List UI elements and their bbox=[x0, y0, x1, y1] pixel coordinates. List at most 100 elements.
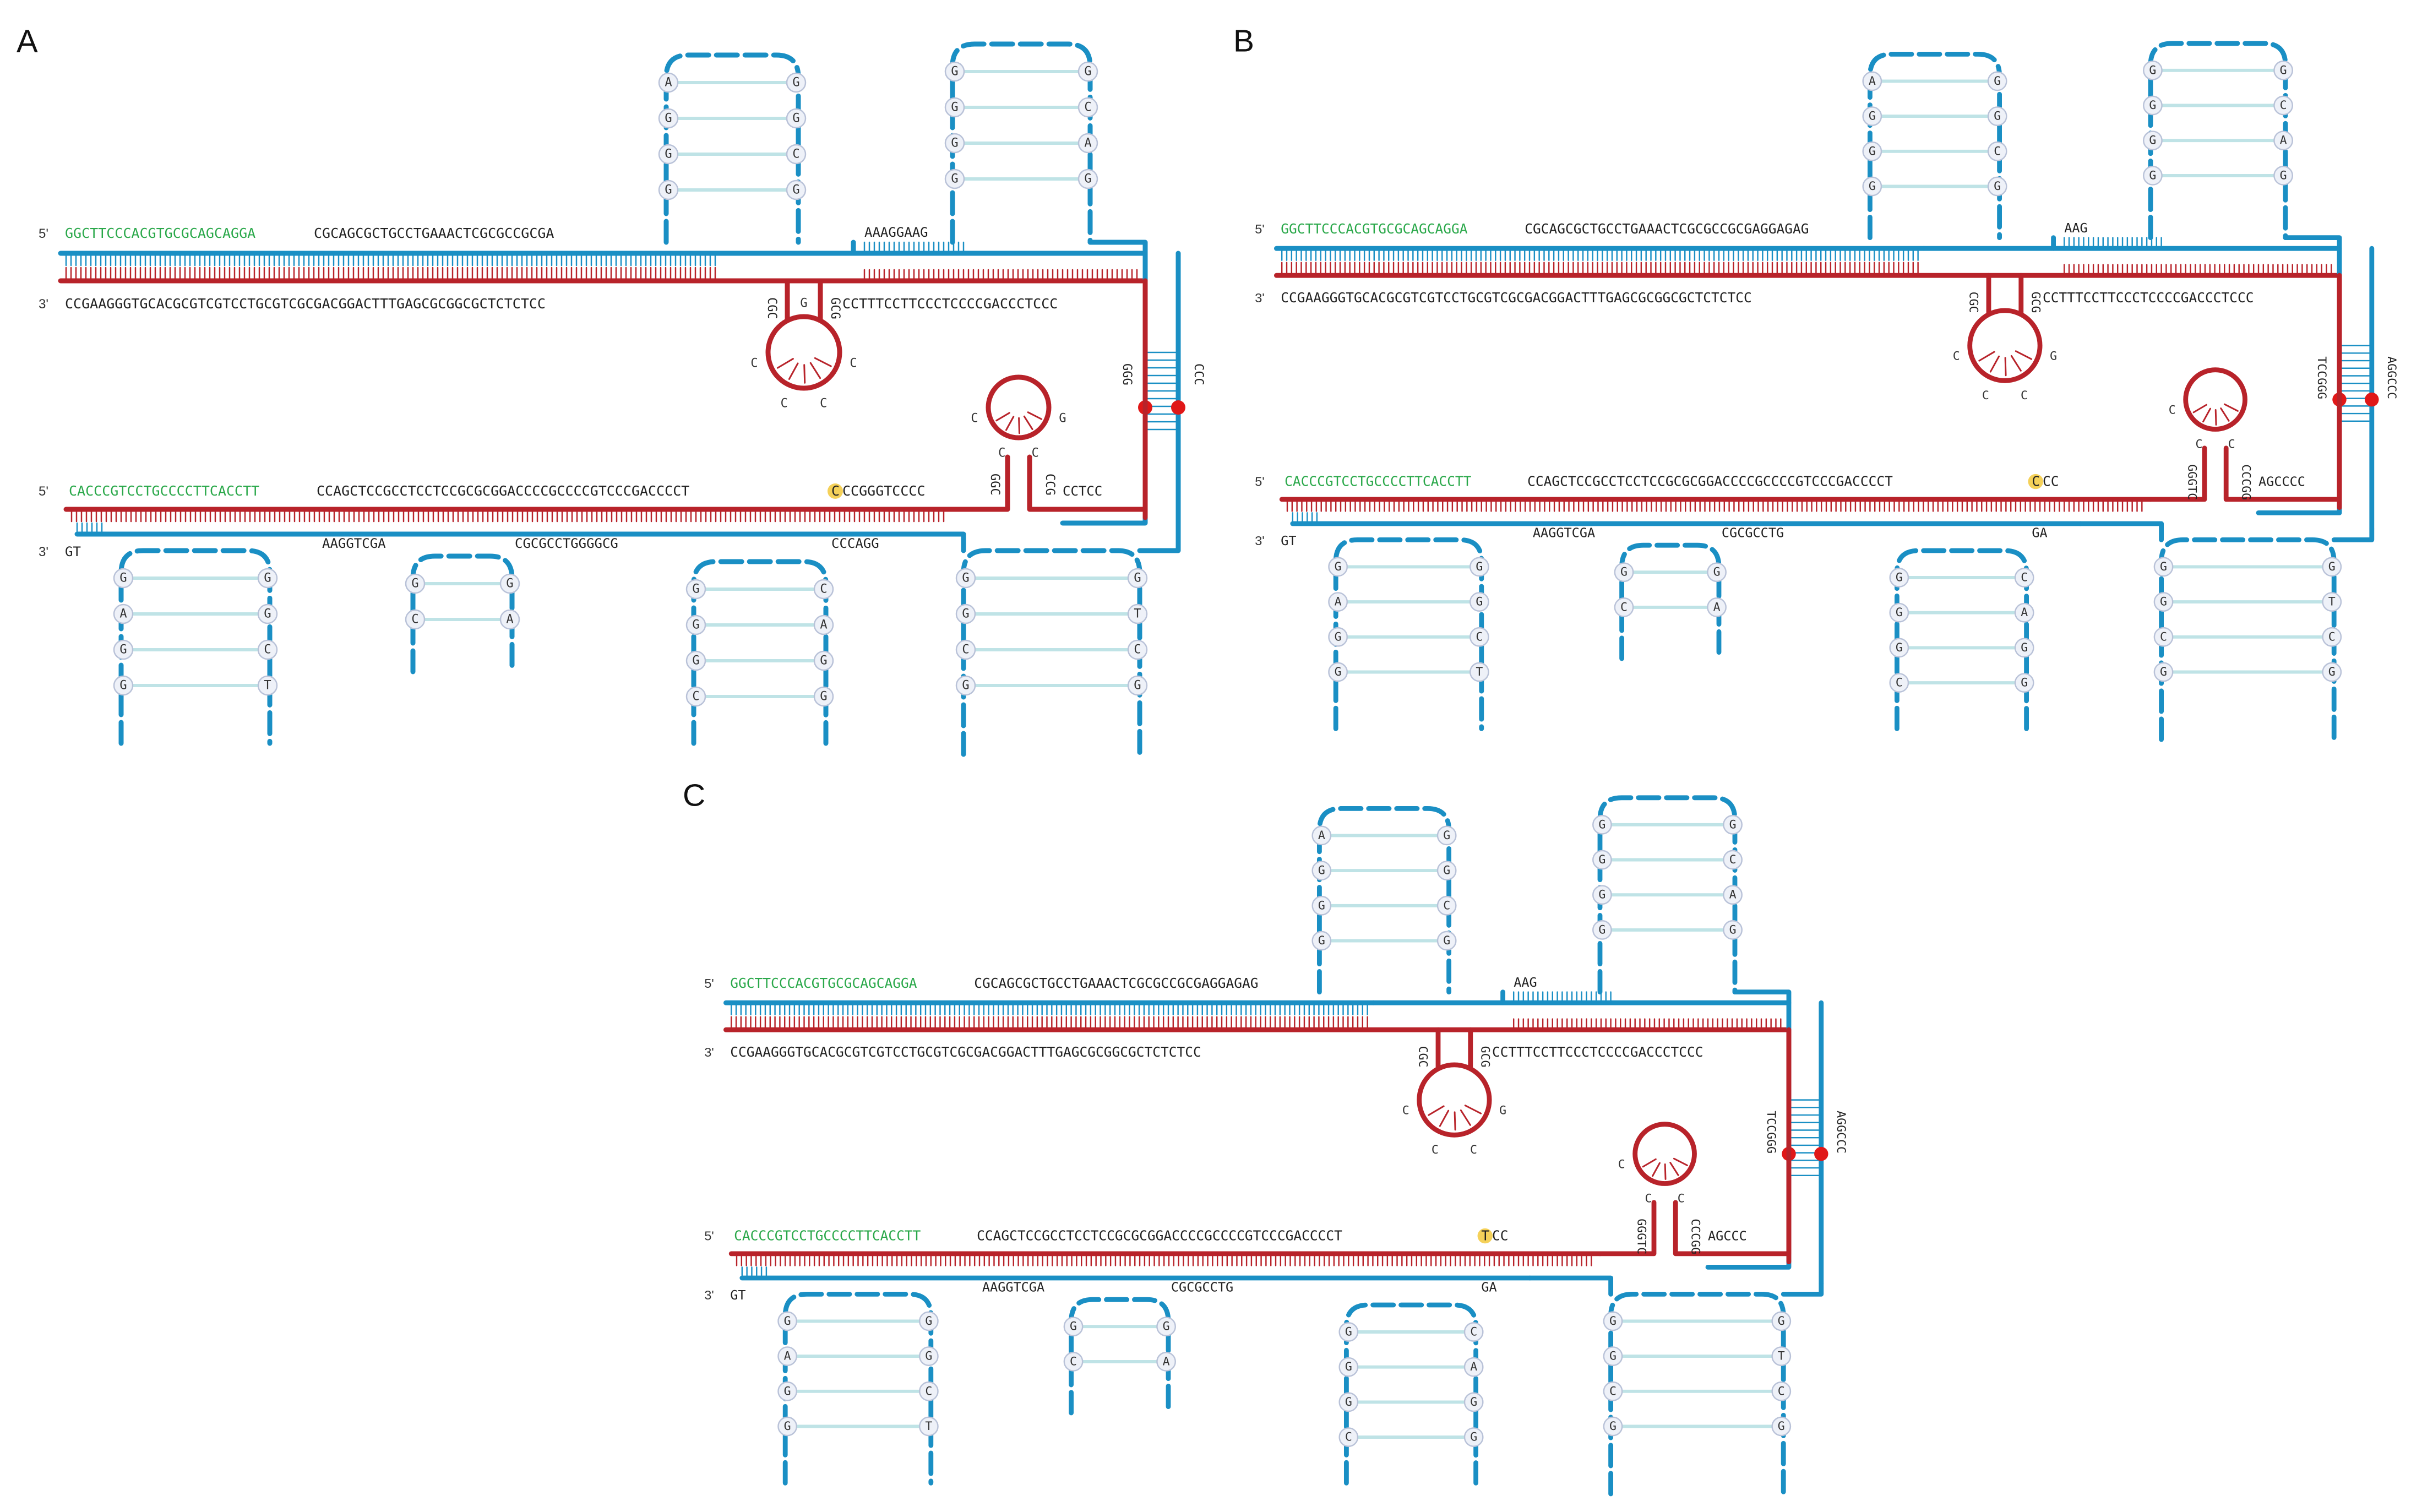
nucleotide: G bbox=[1862, 176, 1882, 197]
nucleotide: T bbox=[1127, 603, 1148, 624]
nucleotide-letter: C bbox=[962, 643, 969, 657]
hairpin-letter: C bbox=[1470, 1143, 1477, 1157]
nucleotide: G bbox=[113, 568, 134, 589]
nucleotide: G bbox=[944, 61, 965, 82]
hairpin-letter: C bbox=[750, 357, 758, 371]
nucleotide-circle bbox=[2014, 602, 2034, 623]
hairpin-spoke bbox=[2220, 407, 2230, 422]
nucleotide: C bbox=[1436, 895, 1457, 916]
nucleotide-letter: A bbox=[1335, 595, 1342, 609]
hairpin-letter: G bbox=[2050, 350, 2057, 363]
nucleotide: G bbox=[1889, 638, 1909, 658]
nucleotide: G bbox=[658, 180, 679, 200]
hairpin-spoke bbox=[1652, 1162, 1661, 1177]
nucleotide-circle bbox=[918, 1381, 939, 1401]
nucleotide-circle bbox=[1077, 168, 1098, 189]
hairpin-circle bbox=[2183, 367, 2247, 432]
nucleotide-letter: G bbox=[119, 572, 127, 585]
nucleotide-letter: G bbox=[1345, 1360, 1352, 1374]
nucleotide: G bbox=[955, 603, 976, 624]
nucleotide-letter: C bbox=[1778, 1384, 1785, 1398]
nucleotide-circle bbox=[2143, 95, 2163, 116]
nucleotide-letter: C bbox=[820, 583, 827, 596]
nucleotide-circle bbox=[1862, 71, 1882, 91]
nucleotide-letter: G bbox=[1476, 560, 1483, 574]
nucleotide: A bbox=[1311, 825, 1332, 846]
nucleotide-letter: A bbox=[665, 76, 672, 90]
nucleotide: C bbox=[257, 639, 278, 660]
nucleotide-circle bbox=[1328, 662, 1348, 682]
vertical-label: GGC bbox=[988, 474, 1002, 496]
nucleotide-circle bbox=[685, 614, 706, 635]
nucleotide-letter: G bbox=[1084, 172, 1091, 186]
hairpin-spoke bbox=[788, 362, 799, 380]
nucleotide: A bbox=[2273, 130, 2293, 151]
nucleotide: G bbox=[1614, 562, 1634, 583]
nucleotide-letter: C bbox=[1476, 630, 1483, 644]
nucleotide-circle bbox=[257, 675, 278, 696]
nucleotide: C bbox=[1614, 597, 1634, 617]
nucleotide-circle bbox=[658, 108, 679, 129]
gt-label: GT bbox=[1281, 533, 1296, 548]
gt-label: GT bbox=[65, 544, 81, 559]
hairpin-arm-right bbox=[1027, 278, 1148, 512]
nucleotide: G bbox=[918, 1311, 939, 1331]
nucleotide: T bbox=[918, 1416, 939, 1437]
five-prime-label-bottom: 5' bbox=[1255, 474, 1265, 488]
bottom-sequence: CCAGCTCCGCCTCCTCCGCGCGGACCCCGCCCCGTCCCGA… bbox=[1527, 473, 1893, 489]
panel-letter: C bbox=[683, 779, 705, 813]
nucleotide: G bbox=[1311, 895, 1332, 916]
nucleotide-letter: G bbox=[951, 65, 958, 79]
nucleotide-circle bbox=[1469, 627, 1489, 647]
panel-letter: B bbox=[1233, 24, 1254, 59]
nucleotide: G bbox=[2014, 638, 2034, 658]
nucleotide-letter: G bbox=[1318, 864, 1325, 878]
nucleotide: G bbox=[1987, 176, 2007, 197]
top-blue-ticks bbox=[65, 252, 716, 266]
nucleotide-circle bbox=[1338, 1427, 1359, 1447]
bottom-label-3: GA bbox=[2032, 525, 2047, 541]
nucleotide-letter: G bbox=[665, 148, 672, 161]
bottom-sequence: CCAGCTCCGCCTCCTCCGCGCGGACCCCGCCCCGTCCCGA… bbox=[317, 483, 689, 499]
nucleotide: G bbox=[1889, 602, 1909, 623]
vertical-label: TCCGGG bbox=[1764, 1111, 1778, 1154]
nucleotide-circle bbox=[1771, 1381, 1792, 1401]
nucleotide-letter: C bbox=[2280, 99, 2287, 112]
hairpin-spoke bbox=[776, 358, 794, 369]
nucleotide-circle bbox=[2153, 662, 2174, 682]
hairpin-letter: C bbox=[850, 357, 857, 371]
nucleotide-circle bbox=[786, 72, 807, 93]
five-prime-label-top: 5' bbox=[704, 976, 714, 991]
nucleotide-letter: G bbox=[2149, 168, 2156, 182]
nucleotide: C bbox=[1771, 1381, 1792, 1401]
nucleotide-letter: G bbox=[2160, 560, 2167, 574]
nucleotide-letter: T bbox=[925, 1419, 932, 1433]
nucleotide-letter: G bbox=[1896, 641, 1903, 655]
hairpin-spoke bbox=[814, 357, 832, 367]
top-blue-ticks bbox=[1281, 247, 1919, 261]
nucleotide: G bbox=[1723, 920, 1743, 940]
nucleotide-letter: G bbox=[1598, 923, 1605, 937]
nucleotide: G bbox=[777, 1381, 798, 1401]
nucleotide-circle bbox=[1127, 675, 1148, 696]
nucleotide-circle bbox=[2273, 60, 2293, 80]
nucleotide-letter: G bbox=[2021, 676, 2028, 690]
hairpin-spoke bbox=[803, 364, 806, 384]
hairpin-spoke bbox=[1027, 411, 1043, 420]
five-prime-label-bottom: 5' bbox=[39, 484, 48, 499]
nucleotide-circle bbox=[1862, 176, 1882, 197]
vertical-label: AGGCCC bbox=[2385, 356, 2398, 399]
vertical-label: GGGTC bbox=[1635, 1219, 1648, 1254]
nucleotide-letter: G bbox=[951, 172, 958, 186]
nucleotide-circle bbox=[944, 61, 965, 82]
nucleotide-circle bbox=[1723, 885, 1743, 905]
nucleotide: G bbox=[405, 573, 426, 594]
five-prime-label-top: 5' bbox=[39, 226, 48, 241]
nucleotide-letter: G bbox=[692, 583, 699, 596]
nucleotide-circle bbox=[405, 609, 426, 630]
nucleotide-letter: G bbox=[2149, 134, 2156, 148]
nucleotide-letter: A bbox=[1713, 600, 1721, 614]
nucleotide-circle bbox=[499, 573, 520, 594]
